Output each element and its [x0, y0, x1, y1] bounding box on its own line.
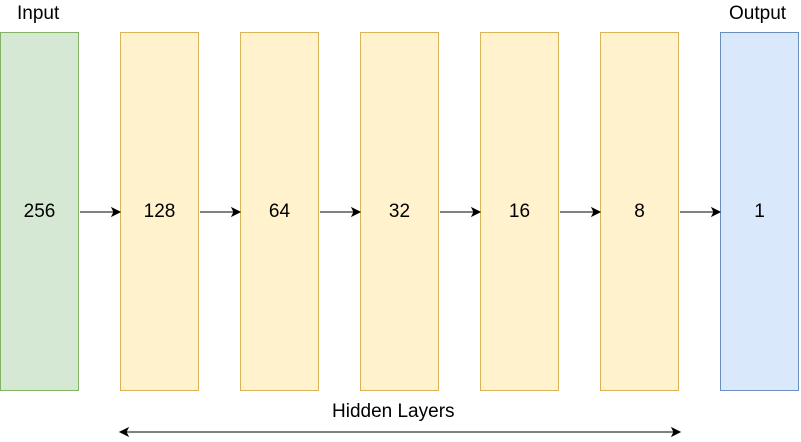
arrowhead-hidden-3-to-hidden-4	[470, 206, 482, 218]
hidden-layer-4-box: 16	[480, 32, 559, 391]
hidden-layer-4-size: 16	[508, 200, 531, 222]
hidden-layer-1-size: 128	[143, 200, 176, 222]
hidden-layers-span-right-arrowhead	[670, 426, 682, 438]
output-label: Output	[729, 3, 787, 24]
hidden-layer-2-box: 64	[240, 32, 319, 391]
hidden-layers-label: Hidden Layers	[332, 401, 455, 422]
arrowhead-input-to-hidden-1	[110, 206, 122, 218]
arrowhead-hidden-5-to-output	[710, 206, 722, 218]
arrowhead-hidden-2-to-hidden-3	[350, 206, 362, 218]
hidden-layer-5-box: 8	[600, 32, 679, 391]
input-label: Input	[17, 3, 60, 24]
hidden-layer-3-size: 32	[388, 200, 411, 222]
output-layer-size: 1	[754, 200, 765, 222]
hidden-layer-5-size: 8	[634, 200, 645, 222]
hidden-layer-2-size: 64	[268, 200, 291, 222]
arrowhead-hidden-1-to-hidden-2	[230, 206, 242, 218]
input-layer-size: 256	[23, 200, 56, 222]
output-layer-box: 1	[720, 32, 799, 391]
hidden-layers-span-left-arrowhead	[118, 426, 130, 438]
hidden-layer-3-box: 32	[360, 32, 439, 391]
hidden-layer-1-box: 128	[120, 32, 199, 391]
input-layer-box: 256	[0, 32, 79, 391]
arrowhead-hidden-4-to-hidden-5	[590, 206, 602, 218]
